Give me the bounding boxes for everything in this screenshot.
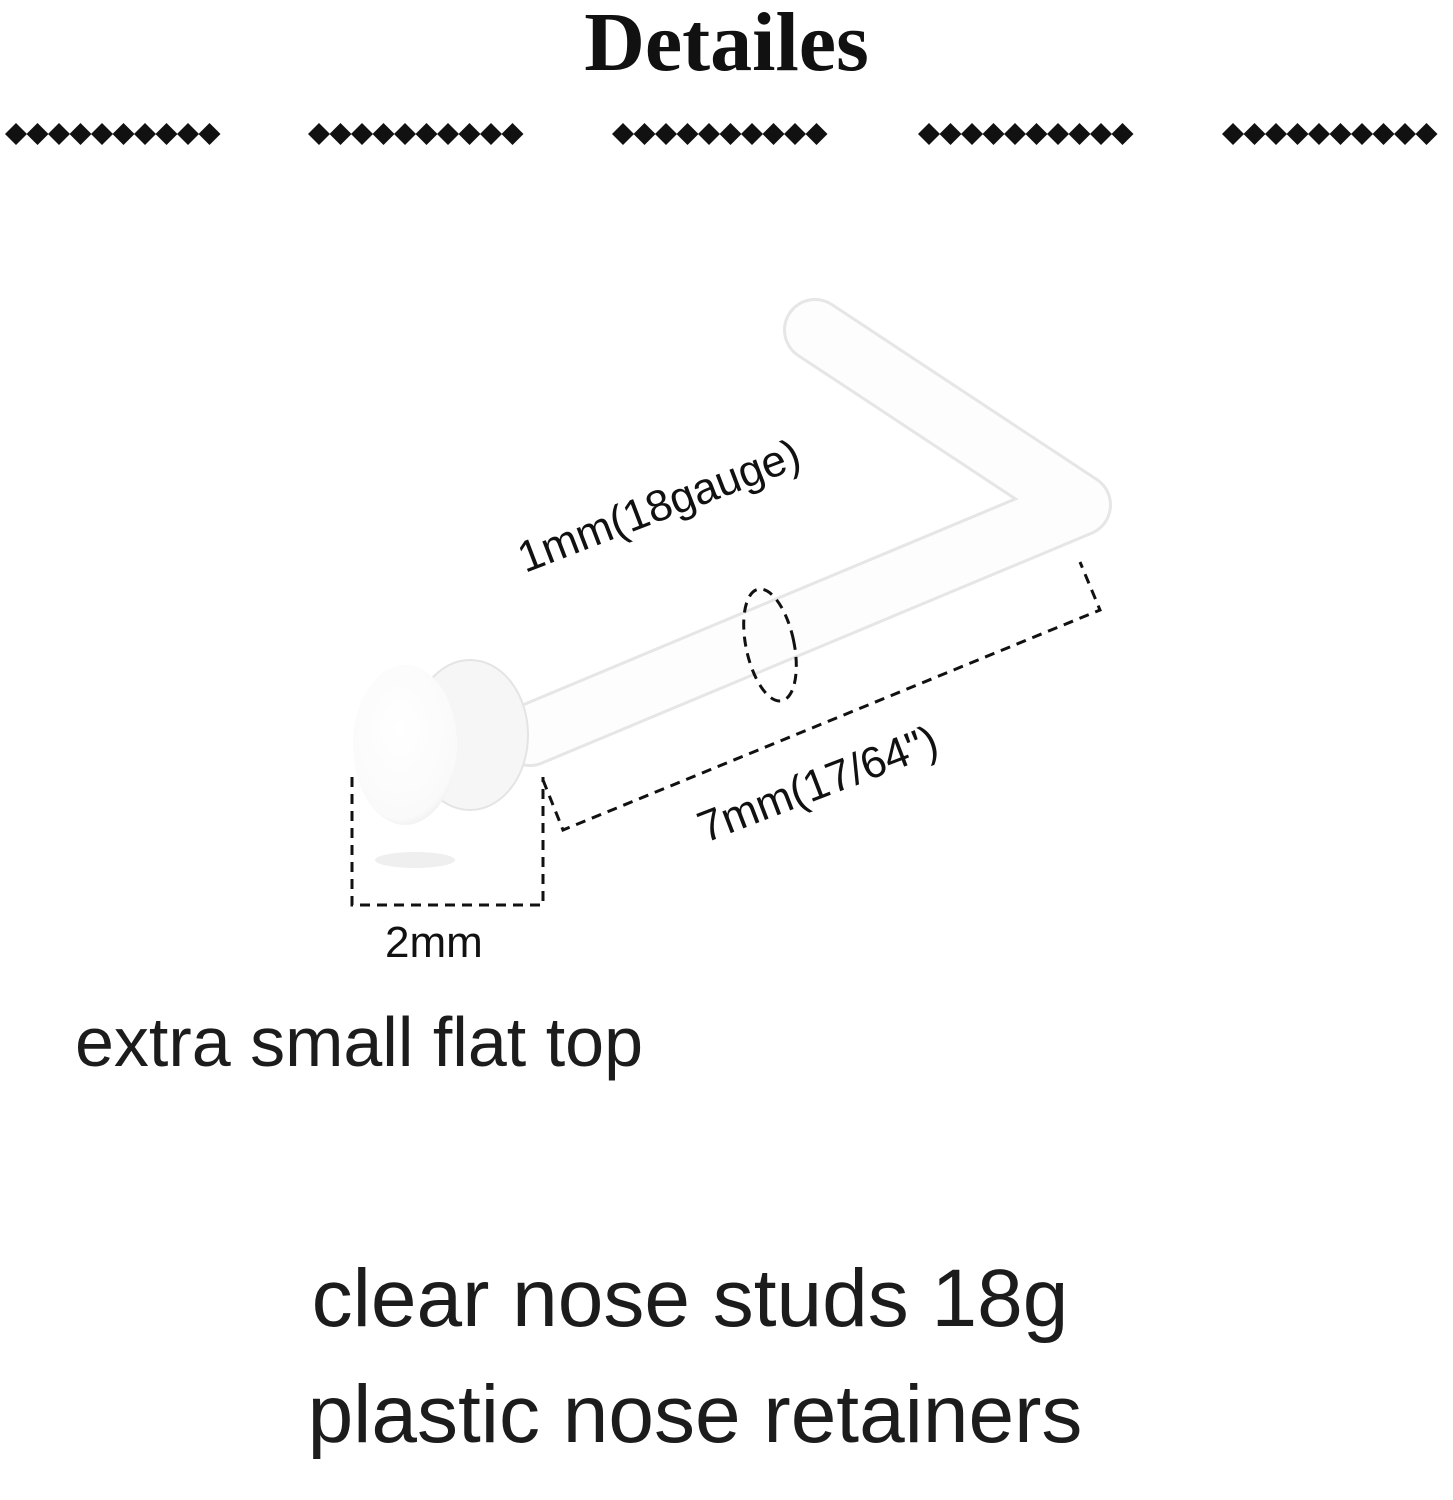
length-dimension-line [541,561,1102,832]
diamond-icon [329,123,352,145]
diamond-icon [982,123,1005,145]
diamond-icon [501,123,524,145]
diamond-icon [48,123,70,145]
nose-stud-shaft [498,298,1112,767]
diamond-icon [698,123,720,145]
diamond-icon [351,123,373,145]
diamond-icon [961,123,983,145]
diamond-icon [918,123,940,145]
diamond-icon [1351,123,1373,145]
diamond-icon [394,123,416,145]
diamond-icon [1243,123,1266,145]
diamond-icon [612,123,634,145]
diamond-icon [1329,123,1352,145]
diamond-icon [805,123,828,145]
diamond-icon [1090,123,1112,145]
diamond-icon [1372,123,1395,145]
diamond-icon [5,123,27,145]
diamond-icon [415,123,438,145]
diamond-icon [177,123,199,145]
diamond-icon [480,123,502,145]
diamond-icon [1111,123,1134,145]
head-size-label: 2mm [385,918,483,967]
diamond-icon [939,123,962,145]
diamond-icon [155,123,178,145]
diamond-icon [372,123,395,145]
diamond-icon [198,123,221,145]
diamond-icon [1025,123,1048,145]
diamond-icon [26,123,49,145]
caption-line-2: plastic nose retainers [307,1369,1083,1460]
diamond-icon [1286,123,1309,145]
page-title: Detailes [584,0,869,89]
diamond-icon [655,123,677,145]
style-label: extra small flat top [75,1003,643,1081]
caption-line-1: clear nose studs 18g [311,1253,1069,1344]
diamond-icon [1394,123,1416,145]
diamond-icon [308,123,330,145]
diamond-icon [719,123,742,145]
diamond-icon [437,123,459,145]
diamond-icon [633,123,656,145]
diamond-icon [69,123,92,145]
dimension-lines [350,561,1102,907]
diamond-icon [1308,123,1330,145]
diamond-icon [1047,123,1069,145]
diamond-icon [1415,123,1438,145]
diamond-icon [134,123,156,145]
diamond-icon [676,123,699,145]
diamond-icon [762,123,785,145]
diamond-divider [5,123,1438,145]
nose-stud-head [353,659,529,868]
diamond-icon [784,123,806,145]
diamond-icon [112,123,135,145]
diamond-icon [741,123,763,145]
diamond-icon [91,123,113,145]
diamond-icon [1265,123,1287,145]
gauge-dimension-ring [742,587,798,703]
head-dimension-box [350,777,545,907]
diamond-icon [1222,123,1244,145]
diamond-icon [1004,123,1026,145]
diamond-icon [1068,123,1091,145]
diamond-icon [458,123,481,145]
